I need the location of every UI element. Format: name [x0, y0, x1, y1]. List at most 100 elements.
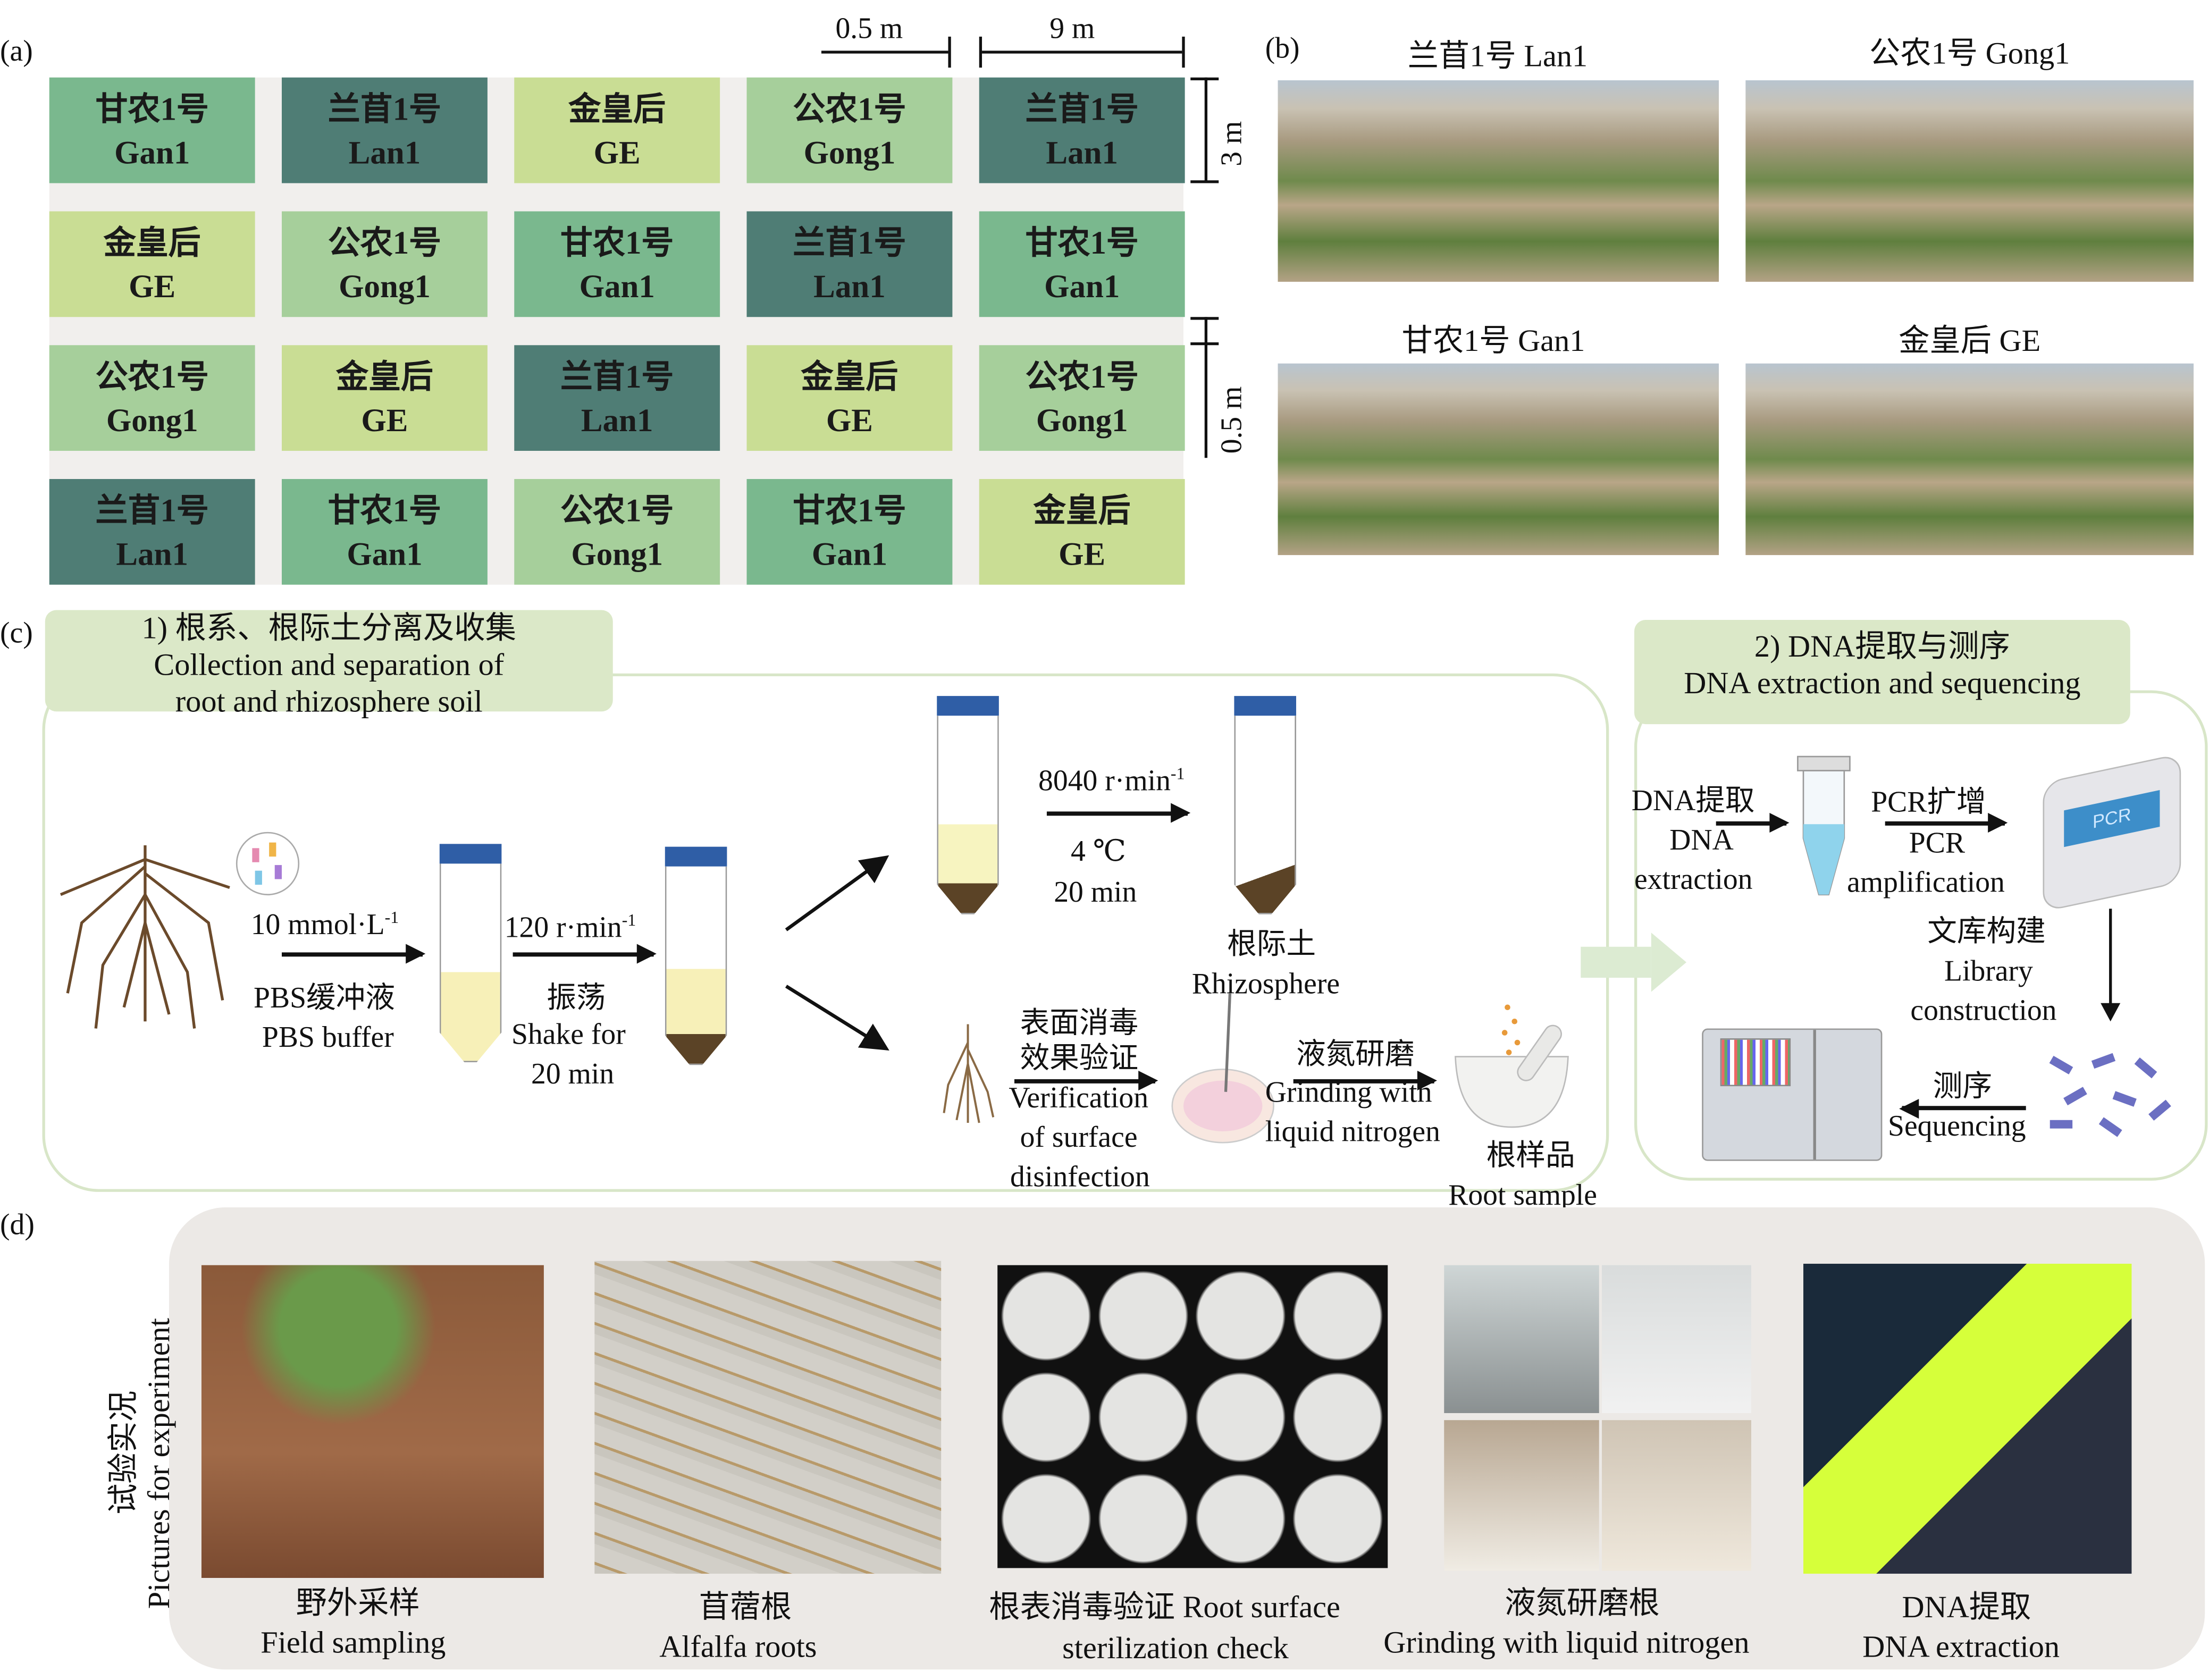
caption-5-en: DNA extraction — [1862, 1628, 2060, 1664]
section-2-title-en: DNA extraction and sequencing — [1684, 665, 2081, 701]
section-1-title-cn: 1) 根系、根际土分离及收集 — [141, 610, 516, 645]
arrow-right — [282, 944, 426, 964]
shake-cn: 振荡 — [547, 980, 606, 1015]
plot-name-en: Lan1 — [813, 268, 886, 304]
dimension-line — [821, 51, 948, 54]
disinfection-en1: Verification — [1009, 1080, 1149, 1115]
dim-length: 9 m — [1049, 11, 1095, 45]
caption-1-cn: 野外采样 — [296, 1585, 420, 1620]
plot-name-cn: 兰苜1号 — [1025, 90, 1139, 127]
panel-d-label: (d) — [0, 1207, 35, 1241]
plot-name-en: Gan1 — [579, 268, 655, 304]
sequencing-cn: 测序 — [1933, 1069, 1993, 1103]
library-cn: 文库构建 — [1927, 914, 2046, 948]
plot-name-en: GE — [1059, 536, 1106, 572]
plot-name-cn: 兰苜1号 — [327, 90, 442, 127]
arrow-right — [1885, 813, 2008, 833]
arrow-right — [1046, 803, 1191, 823]
shake-speed-text: 120 r·min — [504, 910, 622, 944]
dimension-tick — [948, 36, 951, 68]
field-plot-lan1: 兰苜1号 Lan1 — [514, 345, 720, 451]
plot-name-en: GE — [826, 402, 873, 438]
pbs-conc-text: 10 mmol·L — [250, 907, 385, 942]
photo-grinding-1 — [1444, 1265, 1599, 1413]
plot-name-en: Gong1 — [106, 402, 198, 438]
disinfection-cn2: 效果验证 — [1020, 1041, 1139, 1075]
plot-name-en: GE — [593, 135, 641, 170]
plot-name-cn: 公农1号 — [95, 358, 209, 394]
plot-name-cn: 金皇后 — [1033, 492, 1131, 528]
centrifuge-temp: 4 ℃ — [1071, 834, 1127, 868]
pbs-label-cn: PBS缓冲液 — [254, 980, 395, 1015]
field-plot-ge: 金皇后 GE — [979, 479, 1185, 585]
arrow-right — [513, 944, 657, 964]
photo-field-sampling — [201, 1265, 544, 1578]
disinfection-cn1: 表面消毒 — [1020, 1006, 1139, 1040]
plot-name-cn: 公农1号 — [793, 90, 906, 127]
pbs-label-en: PBS buffer — [262, 1020, 394, 1054]
photo-sterilization-check — [997, 1265, 1388, 1568]
shake-speed-exp: -1 — [621, 910, 636, 930]
section-2-title-cn: 2) DNA提取与测序 — [1754, 628, 2010, 664]
field-plot-lan1: 兰苜1号 Lan1 — [746, 211, 953, 317]
dimension-tick — [1190, 77, 1219, 81]
plot-name-en: Gong1 — [571, 536, 663, 572]
arrow-right — [1293, 1070, 1438, 1091]
arrow-right — [1716, 813, 1790, 833]
arrow-right — [1014, 1070, 1158, 1091]
plot-name-en: Lan1 — [581, 402, 653, 438]
microcentrifuge-tube-icon — [1797, 755, 1851, 896]
caption-5-cn: DNA提取 — [1902, 1589, 2031, 1625]
pbs-conc-exp: -1 — [384, 907, 399, 927]
pcr-device-label: PCR — [2064, 790, 2160, 847]
plot-name-en: Lan1 — [116, 536, 188, 572]
grinding-en2: liquid nitrogen — [1265, 1114, 1440, 1148]
field-photo-lan1 — [1278, 80, 1719, 282]
arrow-down-head — [2101, 1003, 2121, 1022]
caption-1-en: Field sampling — [261, 1624, 446, 1660]
sequencing-en: Sequencing — [1888, 1108, 2026, 1143]
section-2-header: 2) DNA提取与测序 DNA extraction and sequencin… — [1634, 620, 2130, 725]
plot-name-cn: 公农1号 — [327, 224, 442, 260]
root-sample-cn: 根样品 — [1486, 1138, 1575, 1172]
dimension-tick — [979, 36, 982, 68]
dim-width: 3 m — [1214, 121, 1248, 166]
plot-name-en: Gan1 — [347, 536, 423, 572]
field-plot-gong1: 公农1号 Gong1 — [49, 345, 255, 451]
dim-gap-h: 0.5 m — [835, 11, 903, 45]
grinding-en1: Grinding with — [1265, 1074, 1432, 1109]
pbs-concentration: 10 mmol·L-1 — [251, 899, 399, 944]
plot-name-cn: 甘农1号 — [1025, 224, 1139, 260]
photo-dna-extraction — [1803, 1264, 2132, 1574]
centrifuge-speed-text: 8040 r·min — [1038, 763, 1171, 797]
dimension-line-9m — [982, 51, 1182, 54]
caption-3-cn: 根表消毒验证 Root surface — [989, 1589, 1340, 1625]
photo-grinding-4 — [1602, 1420, 1751, 1571]
section-1-header: 1) 根系、根际土分离及收集 Collection and separation… — [45, 610, 613, 719]
plot-name-cn: 兰苜1号 — [95, 492, 209, 528]
dim-gap-v: 0.5 m — [1214, 386, 1248, 454]
tube-shaken — [665, 846, 727, 1065]
field-plot-lan1: 兰苜1号 Lan1 — [49, 479, 255, 585]
pcr-cn: PCR扩增 — [1871, 785, 1986, 819]
section-1-title-en2: root and rhizosphere soil — [175, 683, 483, 719]
photo-title-gong1: 公农1号 Gong1 — [1869, 35, 2070, 71]
rhizosphere-cn: 根际土 — [1227, 927, 1316, 961]
sequencer-icon — [1702, 1028, 1883, 1161]
plot-name-cn: 兰苜1号 — [793, 224, 906, 260]
caption-2-en: Alfalfa roots — [659, 1628, 817, 1664]
plot-name-cn: 兰苜1号 — [560, 358, 674, 394]
side-label-en: Pictures for experiment — [141, 1318, 177, 1609]
plot-name-cn: 公农1号 — [1025, 358, 1139, 394]
disinfection-en3: disinfection — [1010, 1159, 1150, 1194]
photo-grinding-2 — [1602, 1265, 1751, 1413]
photo-grinding-3 — [1444, 1420, 1599, 1571]
field-photo-gong1 — [1745, 80, 2194, 282]
